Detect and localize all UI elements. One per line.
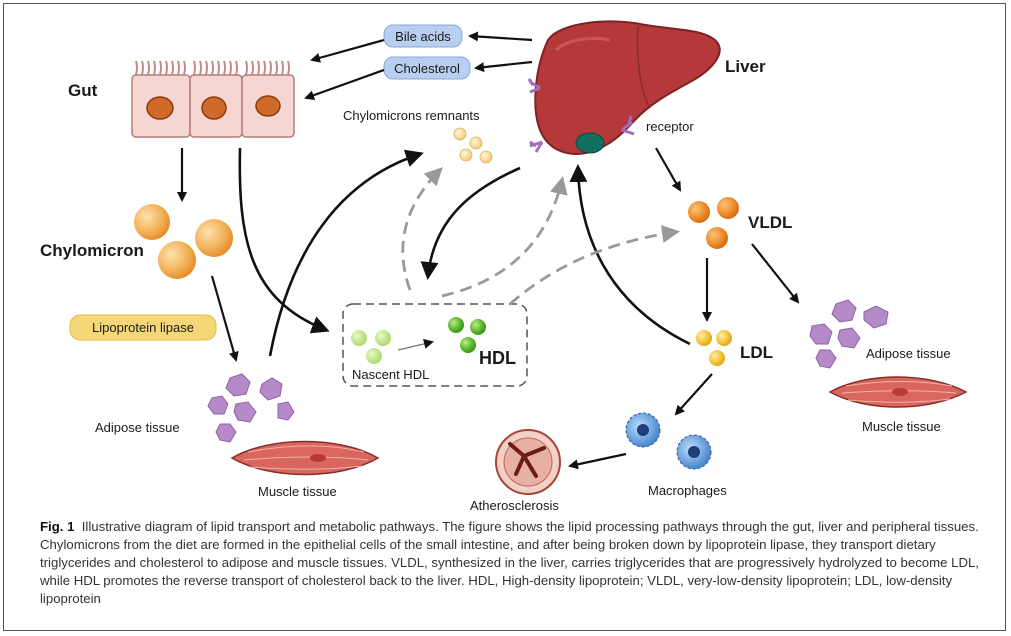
lipoprotein-lipase-label: Lipoprotein lipase xyxy=(92,320,194,335)
lipoprotein-lipase-pill xyxy=(69,314,217,341)
gut-label: Gut xyxy=(68,81,98,100)
dashed-hdl-arrows xyxy=(401,167,680,306)
liver-label: Liver xyxy=(725,57,766,76)
muscle-tissue-right-illustration xyxy=(828,376,968,408)
chylomicron-remnant-particles xyxy=(453,127,493,164)
nascent-hdl-particles xyxy=(351,330,391,364)
liver-illustration xyxy=(527,20,721,155)
macrophages-illustration xyxy=(625,412,712,470)
caption-label: Fig. 1 xyxy=(40,519,75,534)
figure-caption: Fig. 1 Illustrative diagram of lipid tra… xyxy=(40,518,980,608)
chylomicrons-remnants-label: Chylomicrons remnants xyxy=(343,108,480,123)
nascent-to-hdl-arrow xyxy=(397,338,434,351)
adipose-tissue-right-label: Adipose tissue xyxy=(866,346,951,361)
hdl-particles xyxy=(448,317,486,353)
muscle-tissue-right-label: Muscle tissue xyxy=(862,419,941,434)
vldl-particles xyxy=(688,197,739,249)
cholesterol-pill xyxy=(383,56,471,80)
receptor-label: receptor xyxy=(646,119,694,134)
muscle-tissue-left-label: Muscle tissue xyxy=(258,484,337,499)
bile-acids-label: Bile acids xyxy=(395,29,451,44)
caption-text: Illustrative diagram of lipid transport … xyxy=(40,519,979,606)
ldl-particles xyxy=(696,330,732,366)
atherosclerosis-label: Atherosclerosis xyxy=(470,498,559,513)
cholesterol-label: Cholesterol xyxy=(394,61,460,76)
chylomicron-label: Chylomicron xyxy=(40,241,144,260)
vldl-label: VLDL xyxy=(748,213,792,232)
bile-acids-pill xyxy=(383,24,463,48)
hdl-dashed-box xyxy=(342,303,528,387)
nascent-hdl-label: Nascent HDL xyxy=(352,367,429,382)
adipose-tissue-left-illustration xyxy=(207,373,295,443)
lipid-transport-diagram: Gut Liver receptor Bile acids Cholestero… xyxy=(40,20,968,513)
ldl-label: LDL xyxy=(740,343,773,362)
pathway-arrows xyxy=(177,31,800,470)
adipose-tissue-right-illustration xyxy=(809,299,889,369)
adipose-tissue-left-label: Adipose tissue xyxy=(95,420,180,435)
chylomicron-particles xyxy=(134,204,233,279)
macrophages-label: Macrophages xyxy=(648,483,727,498)
gut-epithelium-illustration xyxy=(131,60,295,138)
muscle-tissue-left-illustration xyxy=(230,440,380,476)
atherosclerosis-vessel-illustration xyxy=(495,429,561,495)
hdl-label: HDL xyxy=(479,348,516,368)
